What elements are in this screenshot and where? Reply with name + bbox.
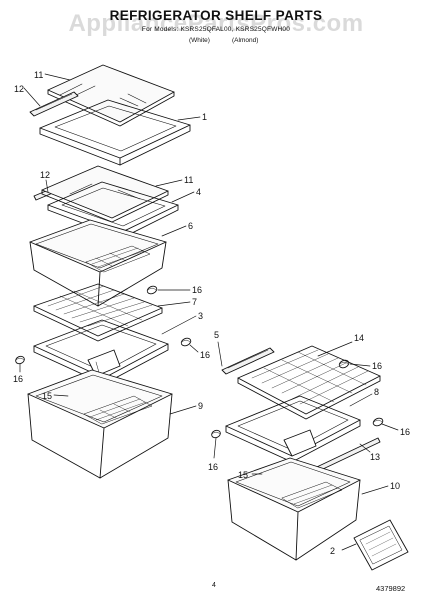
callout-14: 14 <box>354 333 364 343</box>
callout-16-a: 16 <box>192 285 202 295</box>
color-label-white: (White) <box>189 37 210 44</box>
callout-15-right: 15 <box>238 470 248 480</box>
glass-shelf-top <box>47 64 175 127</box>
model-list: For Models: KSRS25QFAL00, KSRS25QFWH00 <box>141 26 291 33</box>
callout-11: 11 <box>184 175 193 185</box>
callout-16-e: 16 <box>400 427 410 437</box>
crisper-pan-9 <box>27 369 173 479</box>
callout-3: 3 <box>198 311 203 321</box>
callout-12-top: 12 <box>14 84 24 94</box>
callout-labels: 11 12 1 12 11 4 6 16 7 3 16 16 15 9 5 14… <box>13 70 410 556</box>
callout-7: 7 <box>192 297 197 307</box>
shelf-frame-1 <box>39 99 191 166</box>
callout-16-b: 16 <box>200 350 210 360</box>
callout-11-top: 11 <box>34 70 43 80</box>
glide-clip <box>211 429 221 439</box>
glide-clip <box>146 285 158 295</box>
trim-strip-5 <box>221 347 275 375</box>
document-part-number: 4379892 <box>376 584 406 593</box>
callout-10: 10 <box>390 481 400 491</box>
crisper-cover-7 <box>33 283 163 342</box>
callout-9: 9 <box>198 401 203 411</box>
glide-clip <box>338 359 350 369</box>
glide-clip <box>372 417 384 427</box>
cover-frame-8 <box>225 395 361 463</box>
shelf-trim-top <box>29 91 79 117</box>
callout-16-f: 16 <box>208 462 218 472</box>
crisper-pan-10 <box>227 457 361 561</box>
color-label-almond: (Almond) <box>232 37 259 44</box>
callout-4: 4 <box>196 187 201 197</box>
callout-1: 1 <box>202 112 207 122</box>
callout-8: 8 <box>374 387 379 397</box>
callout-2: 2 <box>330 546 335 556</box>
crisper-cover-14 <box>237 345 381 420</box>
glide-clip <box>180 337 192 347</box>
crisper-drawer-6 <box>29 219 167 307</box>
callout-13: 13 <box>370 452 380 462</box>
label-card-2 <box>353 519 409 571</box>
glide-clip <box>15 355 25 365</box>
callout-16-c: 16 <box>13 374 23 384</box>
callout-12: 12 <box>40 170 50 180</box>
callout-15-left: 15 <box>42 391 52 401</box>
callout-6: 6 <box>188 221 193 231</box>
page-number: 4 <box>212 582 216 589</box>
page-title: REFRIGERATOR SHELF PARTS <box>109 8 323 23</box>
callout-16-d: 16 <box>372 361 382 371</box>
callout-5: 5 <box>214 330 219 340</box>
leader-lines <box>19 73 399 551</box>
